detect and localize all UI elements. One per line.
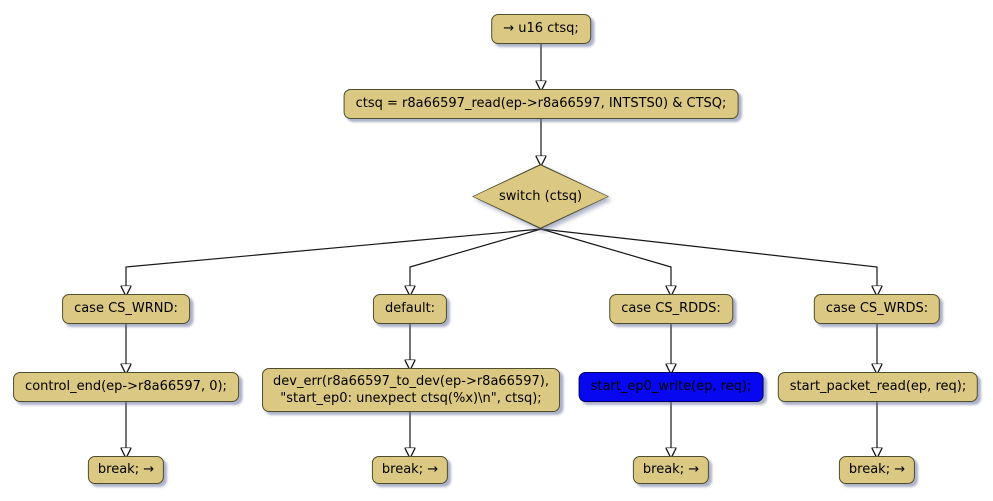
- arrow-switch-to-default: [410, 228, 542, 286]
- read-ctsq-node: ctsq = r8a66597_read(ep->r8a66597, INTST…: [343, 89, 739, 119]
- break-label-wrds: break; →: [848, 462, 906, 477]
- case-cs-wrnd-label: case CS_WRND:: [74, 301, 178, 316]
- break-node-rdds: break; →: [632, 456, 710, 484]
- case-cs-wrnd-node: case CS_WRND:: [62, 294, 190, 324]
- read-ctsq-label: ctsq = r8a66597_read(ep->r8a66597, INTST…: [355, 96, 727, 111]
- control-end-node: control_end(ep->r8a66597, 0);: [13, 372, 239, 402]
- arrow-switch-to-case-wrnd: [126, 228, 542, 286]
- arrow-switch-to-case-wrds: [540, 228, 877, 286]
- break-node-wrds: break; →: [838, 456, 916, 484]
- switch-diamond: switch (ctsq): [472, 164, 609, 229]
- control-end-label: control_end(ep->r8a66597, 0);: [25, 379, 227, 394]
- start-node-label: → u16 ctsq;: [503, 21, 579, 36]
- case-cs-wrds-label: case CS_WRDS:: [825, 301, 929, 316]
- switch-diamond-label: switch (ctsq): [498, 189, 583, 204]
- start-ep0-write-node: start_ep0_write(ep, req);: [578, 372, 764, 402]
- start-packet-read-label: start_packet_read(ep, req);: [789, 379, 967, 394]
- case-cs-rdds-node: case CS_RDDS:: [609, 294, 733, 324]
- break-label-default: break; →: [381, 462, 439, 477]
- start-packet-read-node: start_packet_read(ep, req);: [777, 372, 979, 402]
- start-ep0-write-label: start_ep0_write(ep, req);: [590, 379, 752, 394]
- break-node-wrnd: break; →: [87, 456, 165, 484]
- case-default-label: default:: [384, 301, 436, 316]
- break-node-default: break; →: [371, 456, 449, 484]
- case-cs-wrds-node: case CS_WRDS:: [813, 294, 941, 324]
- arrow-switch-to-case-rdds: [540, 228, 671, 286]
- dev-err-label-line2: "start_ep0: unexpect ctsq(%x)\n", ctsq);: [280, 391, 542, 406]
- case-default-node: default:: [372, 294, 448, 324]
- dev-err-label-line1: dev_err(r8a66597_to_dev(ep->r8a66597),: [273, 374, 549, 389]
- break-label-rdds: break; →: [642, 462, 700, 477]
- break-label-wrnd: break; →: [97, 462, 155, 477]
- case-cs-rdds-label: case CS_RDDS:: [621, 301, 721, 316]
- start-node: → u16 ctsq;: [491, 14, 591, 44]
- dev-err-node: dev_err(r8a66597_to_dev(ep->r8a66597), "…: [262, 368, 560, 412]
